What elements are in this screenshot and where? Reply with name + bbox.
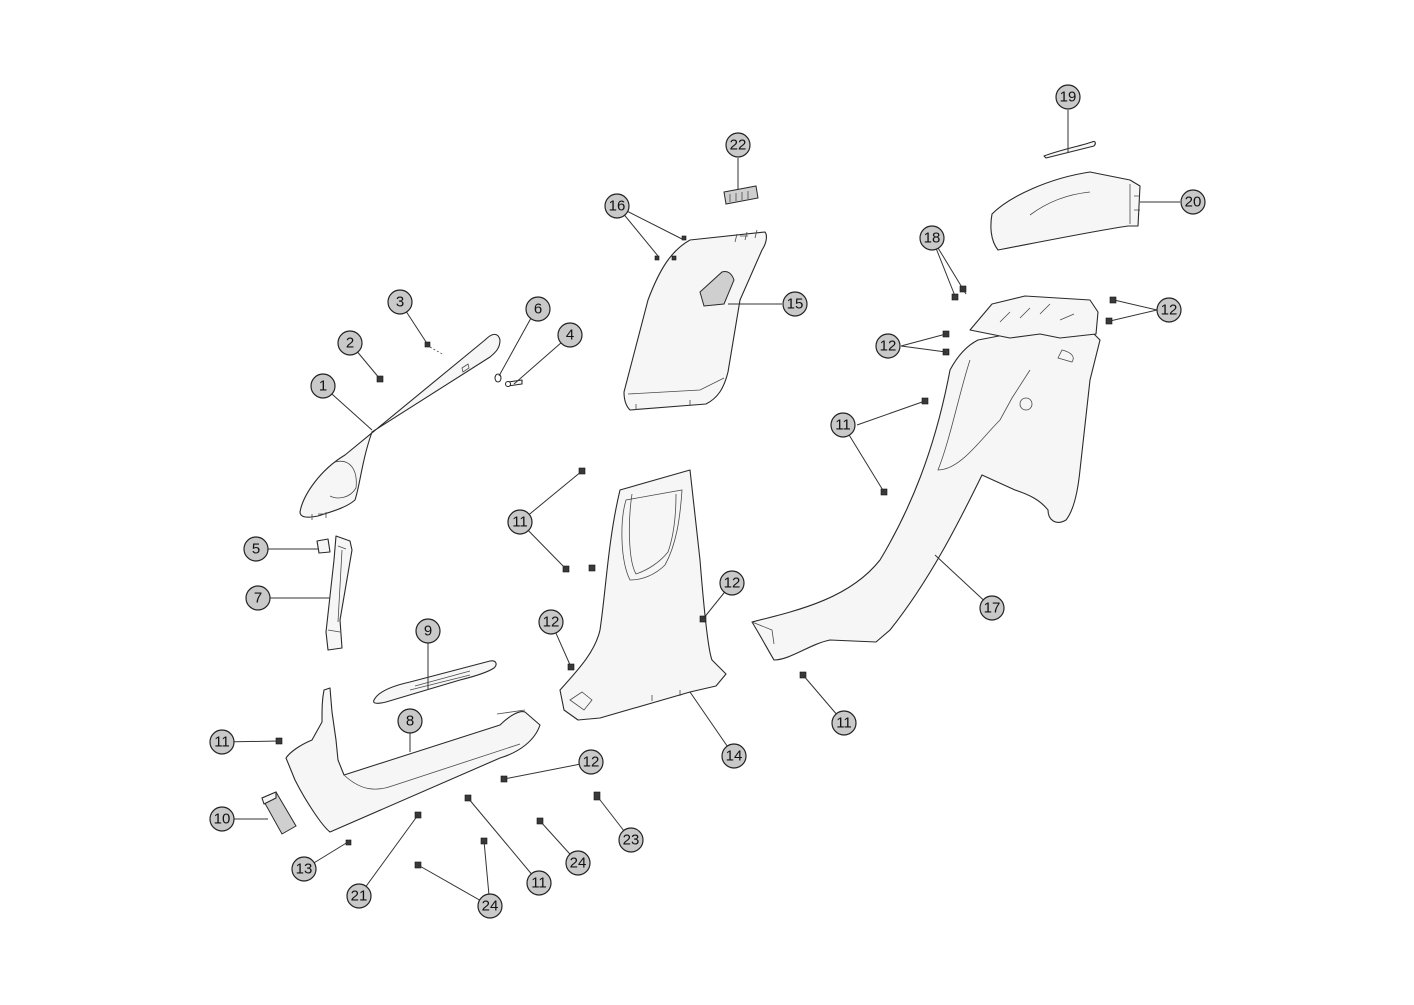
strip-19 [1043,140,1096,159]
svg-text:7: 7 [254,590,262,607]
callout-12a: 12 [1156,297,1182,323]
svg-text:11: 11 [512,514,528,531]
a-pillar-trim [299,333,501,520]
callout-3: 3 [387,289,413,315]
svg-text:10: 10 [214,811,231,828]
callout-5: 5 [243,536,269,562]
callout-19: 19 [1055,84,1081,110]
callout-7: 7 [245,585,271,611]
callout-12e: 12 [578,749,604,775]
svg-text:23: 23 [623,832,640,849]
callout-2: 2 [337,330,363,356]
svg-text:11: 11 [836,715,852,732]
pad-22 [723,185,759,205]
callout-11c: 11 [831,710,857,736]
callout-6: 6 [525,296,551,322]
svg-text:19: 19 [1060,89,1077,106]
callout-16: 16 [604,193,630,219]
callout-4: 4 [557,322,583,348]
b-pillar-upper-trim-15 [623,229,767,411]
svg-text:14: 14 [726,748,743,765]
callout-11d: 11 [209,729,235,755]
callout-24a: 24 [565,850,591,876]
sill-trim-8 [285,687,541,833]
upper-quarter-panel-20 [990,171,1141,251]
svg-text:21: 21 [351,888,368,905]
callout-17: 17 [979,595,1005,621]
callout-20: 20 [1180,189,1206,215]
svg-text:24: 24 [570,855,587,872]
bracket-7 [325,535,353,651]
callout-12b: 12 [875,333,901,359]
callout-8: 8 [397,708,423,734]
svg-text:12: 12 [583,754,600,771]
callout-21: 21 [346,883,372,909]
callout-12d: 12 [538,609,564,635]
svg-text:12: 12 [880,338,897,355]
svg-text:12: 12 [543,614,560,631]
svg-text:5: 5 [252,541,260,558]
svg-text:11: 11 [531,875,547,892]
svg-text:1: 1 [319,378,327,395]
svg-text:13: 13 [296,861,313,878]
svg-text:18: 18 [924,230,941,247]
callout-11b: 11 [830,412,856,438]
svg-text:17: 17 [984,600,1001,617]
svg-text:8: 8 [406,713,414,730]
svg-text:12: 12 [724,575,741,592]
callout-14: 14 [721,743,747,769]
callout-15: 15 [782,291,808,317]
svg-text:3: 3 [396,294,404,311]
callout-1: 1 [310,373,336,399]
svg-text:11: 11 [214,734,230,751]
b-pillar-lower-trim-14 [559,469,727,721]
bolt-4 [505,379,523,387]
callout-10: 10 [209,806,235,832]
callout-11a: 11 [507,509,533,535]
svg-text:16: 16 [609,198,626,215]
scuff-plate-9 [373,660,497,704]
washer-6 [494,373,502,383]
callout-24b: 24 [477,893,503,919]
callouts: 1 2 3 4 5 6 7 8 9 10 11 11 11 11 11 12 1… [209,84,1206,919]
callout-18: 18 [919,225,945,251]
callout-9: 9 [415,618,441,644]
callout-11e: 11 [526,870,552,896]
svg-text:2: 2 [346,335,354,352]
svg-text:24: 24 [482,898,499,915]
svg-text:20: 20 [1185,194,1202,211]
svg-text:9: 9 [424,623,432,640]
svg-text:6: 6 [534,301,542,318]
callout-12c: 12 [719,570,745,596]
callout-22: 22 [725,132,751,158]
svg-text:22: 22 [730,137,747,154]
callout-13: 13 [291,856,317,882]
svg-text:11: 11 [835,417,851,434]
svg-text:15: 15 [787,296,804,313]
svg-text:4: 4 [566,327,574,344]
svg-text:12: 12 [1161,302,1178,319]
c-pillar-trim-17 [751,295,1101,661]
foam-block-10 [261,791,297,835]
pad-5 [316,538,331,554]
callout-23: 23 [618,827,644,853]
